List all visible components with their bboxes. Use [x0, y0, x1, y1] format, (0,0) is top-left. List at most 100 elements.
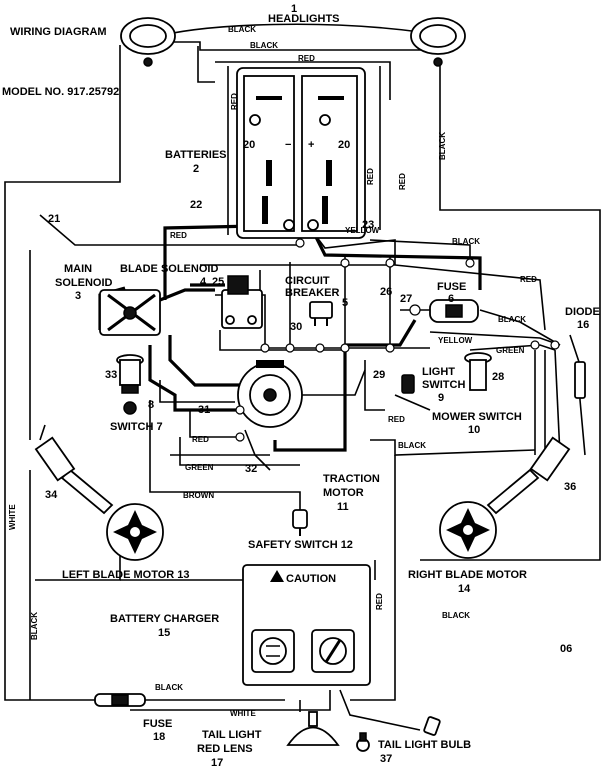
- diode-num: 16: [577, 319, 589, 331]
- footer-code: 06: [560, 643, 572, 655]
- right-blade-motor-label: RIGHT BLADE MOTOR: [408, 569, 527, 581]
- ref-33: 33: [105, 369, 117, 381]
- main-solenoid-label-1: MAIN: [64, 263, 92, 275]
- ref-25: 25: [212, 276, 224, 288]
- blade-solenoid: [221, 275, 263, 329]
- traction-motor-label-2: MOTOR: [323, 487, 364, 499]
- headlight-left: [120, 17, 176, 67]
- blade-solenoid-num: 4: [200, 276, 207, 288]
- batteries: [236, 67, 366, 239]
- light-switch-num: 9: [438, 392, 444, 404]
- ref-22: 22: [190, 199, 202, 211]
- right-blade-motor-num: 14: [458, 583, 471, 595]
- battery-charger-label: BATTERY CHARGER: [110, 613, 219, 625]
- tail-light: [286, 711, 340, 746]
- tail-light-label-2: RED LENS: [197, 743, 253, 755]
- traction-motor-num: 11: [337, 501, 349, 513]
- main-solenoid-label-2: SOLENOID: [55, 277, 113, 289]
- traction-motor-label-1: TRACTION: [323, 473, 380, 485]
- tail-light-bulb-num: 37: [380, 753, 392, 765]
- ref-28: 28: [492, 371, 504, 383]
- left-blade-motor-label: LEFT BLADE MOTOR 13: [62, 569, 190, 581]
- ref-23: 23: [362, 219, 374, 231]
- main-solenoid: [99, 289, 161, 336]
- circuit-breaker-label-2: BREAKER: [285, 287, 339, 299]
- heavy-cables: [98, 116, 482, 452]
- headlights-label: HEADLIGHTS: [268, 13, 340, 25]
- batteries-num: 2: [193, 163, 199, 175]
- wire-label-black-5: BLACK: [498, 315, 526, 324]
- fuse-18-label: FUSE: [143, 718, 172, 730]
- headlight-right: [410, 17, 466, 67]
- battery-charger: [242, 564, 371, 686]
- model-number: MODEL NO. 917.25792: [2, 86, 119, 98]
- fuse-18-num: 18: [153, 731, 165, 743]
- wire-label-black-8: BLACK: [30, 612, 39, 640]
- left-blade-motor: [34, 424, 164, 561]
- fuse-18: [94, 693, 146, 707]
- wire-label-black-1: BLACK: [228, 25, 256, 34]
- ref-31: 31: [198, 404, 210, 416]
- wire-label-red-1: RED: [298, 54, 315, 63]
- tail-light-num: 17: [211, 757, 223, 768]
- main-solenoid-num: 3: [75, 290, 81, 302]
- wire-label-black-4: BLACK: [452, 237, 480, 246]
- safety-switch-label: SAFETY SWITCH 12: [248, 539, 353, 551]
- ref-27: 27: [400, 293, 412, 305]
- wire-label-yellow-1: YELLOW: [345, 226, 380, 235]
- batteries-label: BATTERIES: [165, 149, 227, 161]
- wire-label-red-4: RED: [398, 173, 407, 190]
- wire-label-black-2: BLACK: [250, 41, 278, 50]
- wire-label-white-1: WHITE: [8, 504, 17, 530]
- circuit-breaker-label-1: CIRCUIT: [285, 275, 330, 287]
- wire-label-yellow-2: YELLOW: [438, 336, 473, 345]
- fuse-6: [429, 299, 479, 323]
- caution-panel: CAUTION: [270, 570, 336, 585]
- wire-label-red-3: RED: [366, 168, 375, 185]
- wire-label-green-2: GREEN: [185, 463, 214, 472]
- wire-label-red-7: RED: [192, 435, 209, 444]
- wire-label-black-7: BLACK: [442, 611, 470, 620]
- ref-29: 29: [373, 369, 385, 381]
- ref-30: 30: [290, 321, 302, 333]
- ref-36: 36: [564, 481, 576, 493]
- circuit-breaker-num: 5: [342, 297, 348, 309]
- traction-motor: [237, 360, 303, 428]
- light-switch-label-1: LIGHT: [422, 366, 455, 378]
- wire-label-brown: BROWN: [183, 491, 214, 500]
- junctions: [235, 238, 560, 442]
- caution-label: CAUTION: [286, 573, 336, 585]
- wire-label-white-2: WHITE: [230, 709, 256, 718]
- tail-light-bulb: [356, 716, 441, 752]
- ref-20b: 20: [338, 139, 350, 151]
- ref-20a: 20: [243, 139, 255, 151]
- headlights-num: 1: [291, 3, 297, 15]
- ref-21: 21: [48, 213, 60, 225]
- wire-label-green-1: GREEN: [496, 346, 525, 355]
- diagram-title: WIRING DIAGRAM: [10, 26, 107, 38]
- ref-34: 34: [45, 489, 58, 501]
- ref-26: 26: [380, 286, 392, 298]
- switch-7-label: SWITCH 7: [110, 421, 163, 433]
- wire-label-black-9: BLACK: [155, 683, 183, 692]
- mower-switch-label: MOWER SWITCH: [432, 411, 522, 423]
- battery-minus-symbol: −: [285, 139, 291, 151]
- right-blade-motor: [439, 436, 571, 559]
- fuse-6-num: 6: [448, 293, 454, 305]
- wire-label-red-9: RED: [375, 593, 384, 610]
- diode-label: DIODE: [565, 306, 600, 318]
- mower-switch-num: 10: [468, 424, 480, 436]
- safety-switch: [292, 509, 308, 536]
- ref-32: 32: [245, 463, 257, 475]
- wire-label-black-6: BLACK: [398, 441, 426, 450]
- fuse-6-label: FUSE: [437, 281, 466, 293]
- battery-charger-num: 15: [158, 627, 170, 639]
- wire-label-black-3: BLACK: [438, 132, 447, 160]
- tail-light-bulb-label: TAIL LIGHT BULB: [378, 739, 471, 751]
- wire-label-red-2: RED: [230, 93, 239, 110]
- light-switch: [401, 374, 415, 394]
- diode: [574, 361, 586, 399]
- blade-solenoid-label: BLADE SOLENOID: [120, 263, 218, 275]
- circuit-breaker: [309, 301, 333, 326]
- battery-plus-symbol: +: [308, 139, 314, 151]
